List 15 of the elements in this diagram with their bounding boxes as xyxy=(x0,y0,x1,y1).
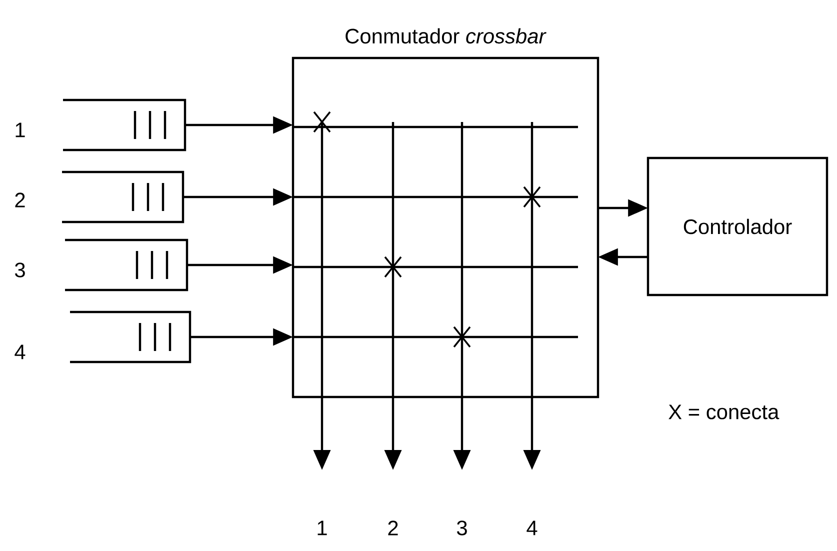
port-number: 3 xyxy=(456,520,467,536)
switch-title: Conmutador crossbar xyxy=(346,28,546,44)
port-number: 2 xyxy=(388,520,398,536)
queue-buffer xyxy=(64,238,188,292)
port-number: 3 xyxy=(15,262,25,278)
legend-note: X = conecta xyxy=(668,404,780,420)
queue-buffer xyxy=(62,98,186,152)
port-number: 2 xyxy=(15,192,25,208)
port-number: 1 xyxy=(318,520,327,536)
queue-buffer xyxy=(60,170,184,224)
port-number: 1 xyxy=(16,122,25,138)
port-number: 4 xyxy=(14,344,26,360)
queue-buffer xyxy=(68,310,192,364)
controller-box: Controlador xyxy=(646,156,828,296)
port-number: 4 xyxy=(526,520,538,536)
